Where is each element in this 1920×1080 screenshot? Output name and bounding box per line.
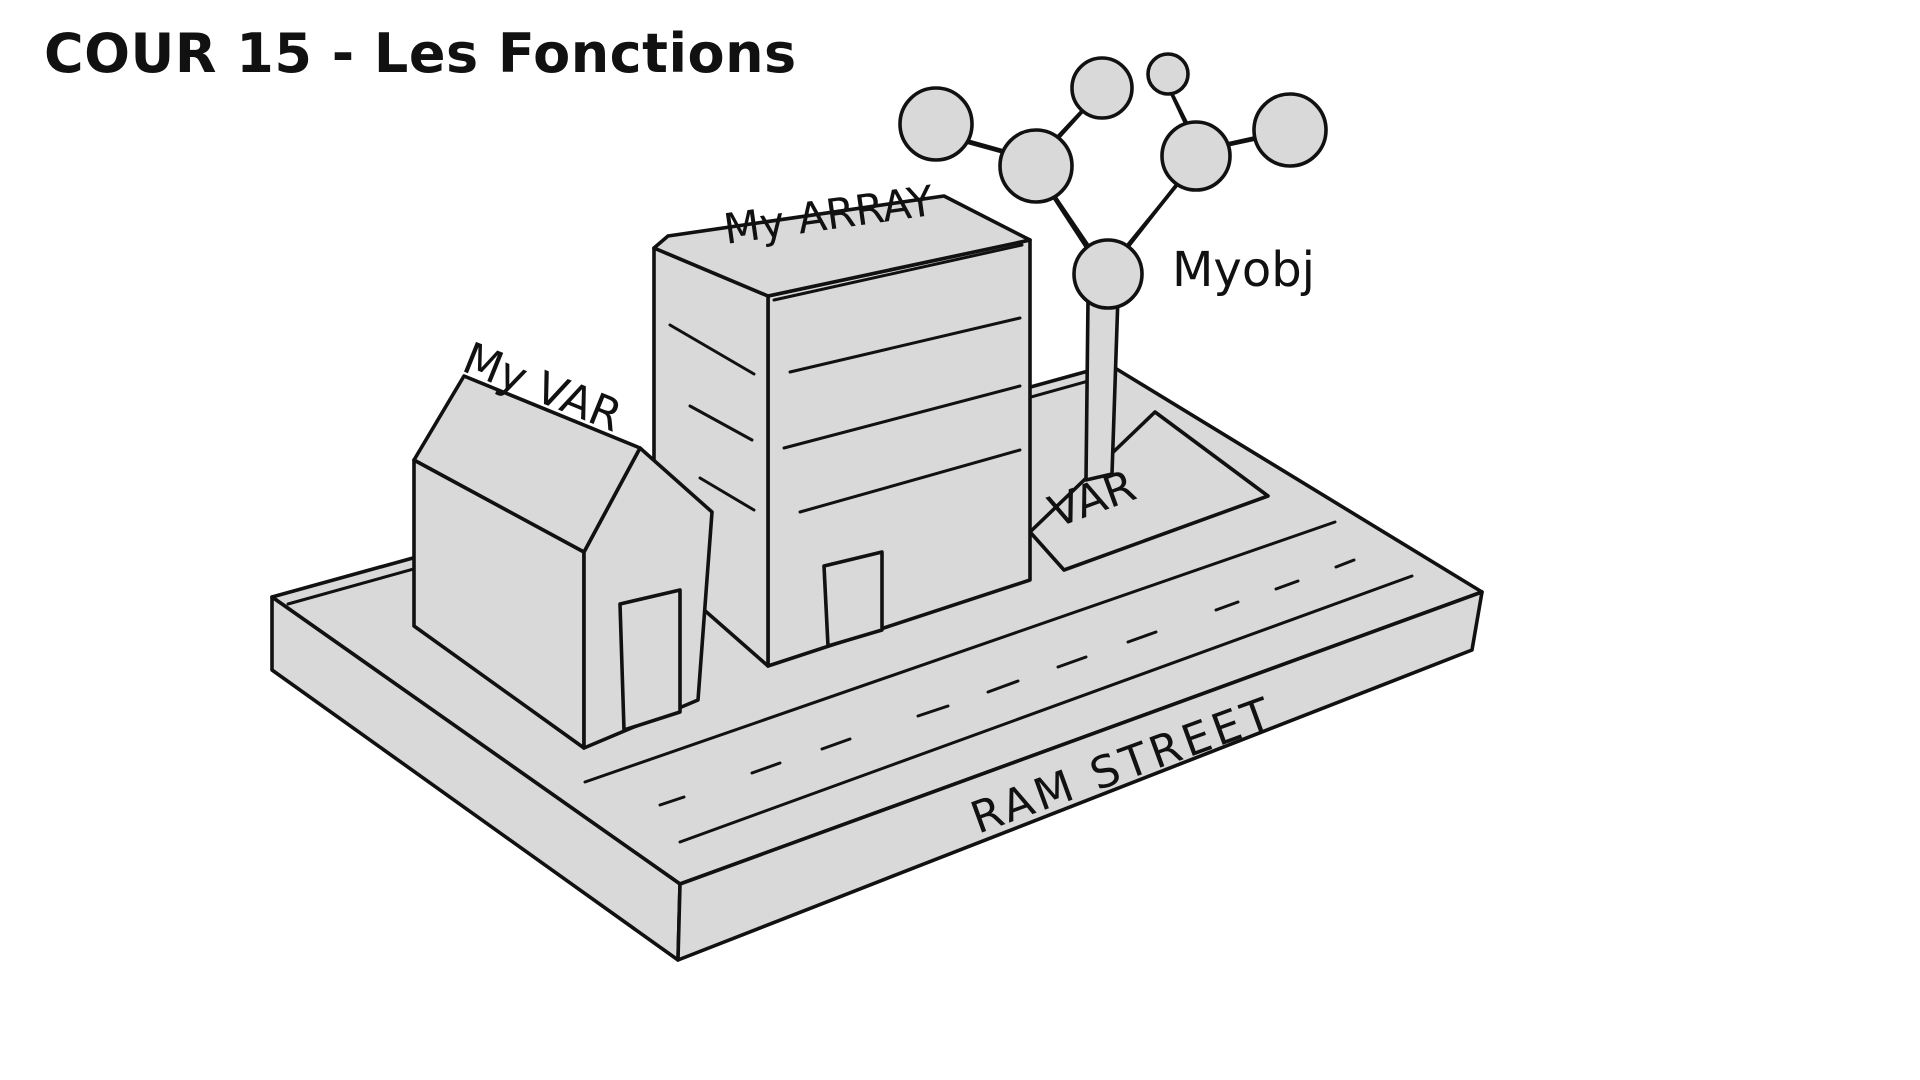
page-title: COUR 15 - Les Fonctions [44,22,797,85]
street [583,520,1414,844]
myobj-tree [898,52,1328,482]
tree-node-right [1160,120,1232,192]
house-door [618,588,682,732]
tree-node-root [1072,238,1144,310]
tree-node-left [998,128,1074,204]
tree-leaf-right-top [1146,52,1190,96]
tree-leaf-left-outer [898,86,974,162]
street-dashes [658,558,1356,807]
array-building-door [822,550,884,648]
tree-leaf-right-outer [1252,92,1328,168]
array-building [652,194,1032,668]
var-house [412,374,714,750]
tree-leaf-left-top [1070,56,1134,120]
label-tree: Myobj [1172,242,1315,298]
